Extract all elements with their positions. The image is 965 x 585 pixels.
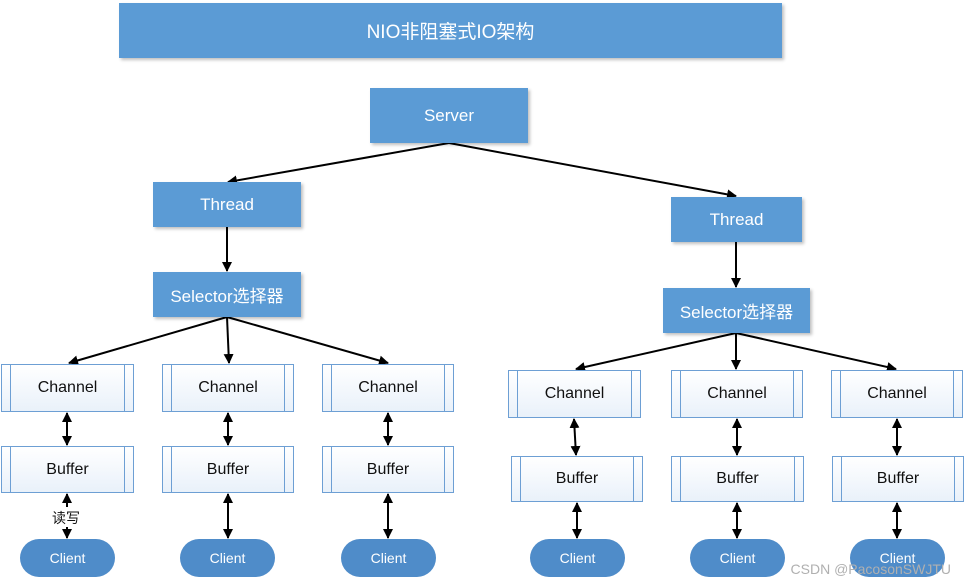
arrow-right-selector-channel-1	[575, 332, 737, 372]
arrow-left-selector-channel-1	[68, 316, 228, 366]
left-thread-box: Thread	[153, 182, 301, 227]
left-selector-box: Selector选择器	[153, 272, 301, 317]
read-write-label: 读写	[52, 510, 80, 526]
arrow-left-selector-channel-2	[223, 316, 234, 364]
arrow-server-left-thread	[227, 142, 450, 186]
left-buffer-1: Buffer	[1, 446, 134, 493]
right-channel-2: Channel	[671, 370, 803, 418]
left-client-2: Client	[180, 539, 275, 577]
left-client-1: Client	[20, 539, 115, 577]
right-selector-box: Selector选择器	[663, 288, 810, 333]
left-buffer-3: Buffer	[322, 446, 454, 493]
left-client-3: Client	[341, 539, 436, 577]
right-channel-1: Channel	[508, 370, 641, 418]
left-channel-2: Channel	[162, 364, 294, 412]
right-buffer-1: Buffer	[511, 456, 643, 502]
right-buffer-2: Buffer	[671, 456, 804, 502]
arrow-left-selector-channel-3	[226, 316, 389, 366]
left-buffer-2: Buffer	[162, 446, 294, 493]
right-channel-3: Channel	[831, 370, 963, 418]
left-channel-3: Channel	[322, 364, 454, 412]
arrow-right-channel-buffer-1	[569, 418, 581, 456]
right-client-1: Client	[530, 539, 625, 577]
right-buffer-3: Buffer	[832, 456, 964, 502]
server-box: Server	[370, 88, 528, 143]
arrow-right-selector-channel-3	[735, 332, 897, 372]
left-channel-1: Channel	[1, 364, 134, 412]
watermark: CSDN @PacosonSWJTU	[790, 561, 951, 577]
right-client-2: Client	[690, 539, 785, 577]
arrow-server-right-thread	[448, 142, 737, 200]
diagram-title: NIO非阻塞式IO架构	[119, 3, 782, 58]
right-client-3: Client	[850, 539, 945, 577]
right-thread-box: Thread	[671, 197, 802, 242]
